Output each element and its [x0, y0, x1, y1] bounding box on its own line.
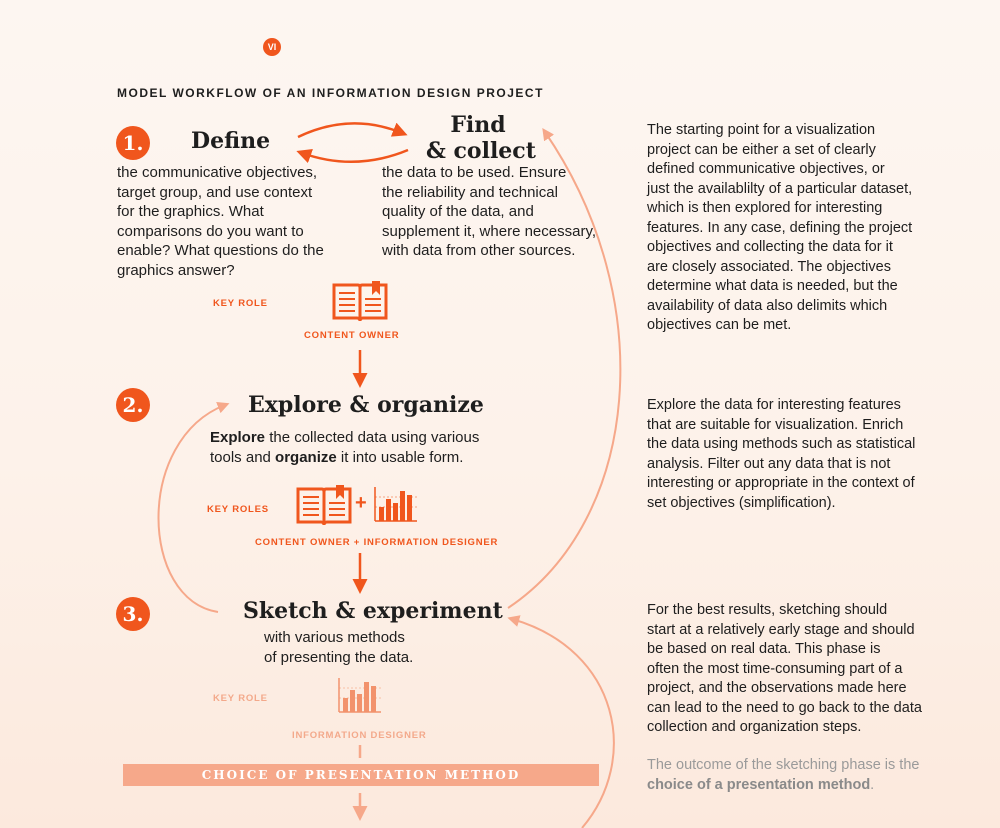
- side-paragraph-1: The starting point for a visualization p…: [647, 121, 967, 336]
- step-1-define-text: the communicative objectives, target gro…: [117, 163, 367, 280]
- text-line: just the availablilty of a particular da…: [647, 180, 913, 197]
- text-line: the data using methods such as statistic…: [647, 436, 916, 452]
- chapter-badge: VI: [263, 38, 281, 56]
- text-line: project can be either a set of clearly: [647, 141, 876, 158]
- step-3-role-name: INFORMATION DESIGNER: [292, 730, 427, 741]
- text-line: for the graphics. What: [117, 203, 264, 220]
- bold-word: Explore: [210, 429, 266, 446]
- step-2-role-name: CONTENT OWNER + INFORMATION DESIGNER: [255, 537, 499, 548]
- step-3-key-role-label: KEY ROLE: [213, 693, 268, 704]
- text-line: which is then explored for interesting: [647, 200, 883, 216]
- text-line: are closely associated. The objectives: [647, 258, 891, 275]
- step-1-key-role-label: KEY ROLE: [213, 298, 268, 309]
- step-2-number: 2.: [116, 388, 150, 422]
- text-line: collection and organization steps.: [647, 719, 862, 735]
- find-title-line-1: Find: [450, 112, 506, 138]
- book-icon: [296, 485, 352, 526]
- define-to-find-arrow: [297, 122, 408, 139]
- text-line: start at a relatively early stage and sh…: [647, 621, 915, 638]
- step-2-line-1: Explore the collected data using various: [210, 428, 530, 448]
- text-line: For the best results, sketching should: [647, 602, 888, 618]
- text-line: with data from other sources.: [382, 242, 576, 259]
- text-line: The outcome of the sketching phase is th…: [647, 757, 920, 773]
- bar-chart-icon: [374, 487, 417, 522]
- text-line: supplement it, where necessary,: [382, 222, 596, 240]
- text-line: analysis. Filter out any data that is no…: [647, 455, 891, 472]
- loop-back-arrow-left: [157, 402, 230, 613]
- text-span: the collected data using various: [265, 429, 480, 446]
- plus-sign: +: [355, 492, 367, 514]
- bar-chart-icon: [338, 678, 381, 713]
- text-line: comparisons do you want to: [117, 222, 304, 240]
- text-line: Explore the data for interesting feature…: [647, 397, 901, 413]
- step-3-text: with various methods of presenting the d…: [264, 628, 484, 667]
- text-line: graphics answer?: [117, 261, 235, 279]
- text-span: it into usable form.: [336, 448, 464, 466]
- presentation-method-band: CHOICE OF PRESENTATION METHOD: [123, 764, 599, 786]
- step-1-find-text: the data to be used. Ensure the reliabil…: [382, 163, 622, 261]
- side-paragraph-4: The outcome of the sketching phase is th…: [647, 756, 967, 795]
- text-line: enable? What questions do the: [117, 242, 324, 259]
- text-line: the reliability and technical: [382, 183, 558, 201]
- text-line: determine what data is needed, but the: [647, 278, 898, 294]
- text-line: the data to be used. Ensure: [382, 164, 567, 181]
- text-line: the communicative objectives,: [117, 164, 318, 181]
- bold-phrase: choice of a presentation method: [647, 776, 871, 793]
- text-line: The starting point for a visualization: [647, 122, 876, 138]
- page-heading: MODEL WORKFLOW OF AN INFORMATION DESIGN …: [117, 86, 544, 100]
- find-title-line-2: & collect: [426, 138, 536, 164]
- text-line: objectives can be met.: [647, 317, 792, 333]
- bold-word: organize: [275, 448, 337, 466]
- text-span: tools and: [210, 448, 276, 466]
- text-line: interesting or appropriate in the contex…: [647, 475, 915, 491]
- text-line: that are suitable for visualization. Enr…: [647, 416, 904, 433]
- book-icon: [332, 281, 388, 322]
- loop-back-arrow-right: [507, 128, 622, 609]
- step-3-number: 3.: [116, 597, 150, 631]
- text-line: often the most time-consuming part of a: [647, 660, 903, 677]
- text-line: with various methods: [264, 629, 405, 646]
- side-paragraph-2: Explore the data for interesting feature…: [647, 396, 967, 513]
- text-line: availability of data also delimits which: [647, 297, 888, 314]
- text-line: set objectives (simplification).: [647, 494, 836, 511]
- text-line: of presenting the data.: [264, 648, 414, 666]
- text-line: choice of a presentation method.: [647, 776, 967, 796]
- step-1-find-title: Find & collect: [426, 112, 536, 164]
- side-paragraph-3: For the best results, sketching should s…: [647, 601, 967, 738]
- step-2-key-role-label: KEY ROLES: [207, 504, 269, 515]
- step-2-line-2: tools and organize it into usable form.: [210, 448, 530, 468]
- text-line: target group, and use context: [117, 183, 313, 201]
- step-1-define-title: Define: [191, 128, 271, 154]
- text-line: can lead to the need to go back to the d…: [647, 699, 922, 716]
- text-line: quality of the data, and: [382, 203, 534, 220]
- text-line: objectives and collecting the data for i…: [647, 239, 893, 255]
- text-span: .: [870, 776, 875, 793]
- text-line: project, and the observations made here: [647, 680, 907, 696]
- loop-in-arrow-bottom: [507, 615, 615, 828]
- find-to-define-arrow: [296, 148, 409, 164]
- step-1-number: 1.: [116, 126, 150, 160]
- step-3-title: Sketch & experiment: [243, 598, 503, 624]
- step-2-title: Explore & organize: [248, 392, 484, 418]
- step-2-text: Explore the collected data using various…: [210, 428, 530, 467]
- text-line: be based on real data. This phase is: [647, 641, 881, 657]
- text-line: features. In any case, defining the proj…: [647, 219, 913, 236]
- step-1-role-name: CONTENT OWNER: [304, 330, 400, 341]
- text-line: defined communicative objectives, or: [647, 161, 885, 177]
